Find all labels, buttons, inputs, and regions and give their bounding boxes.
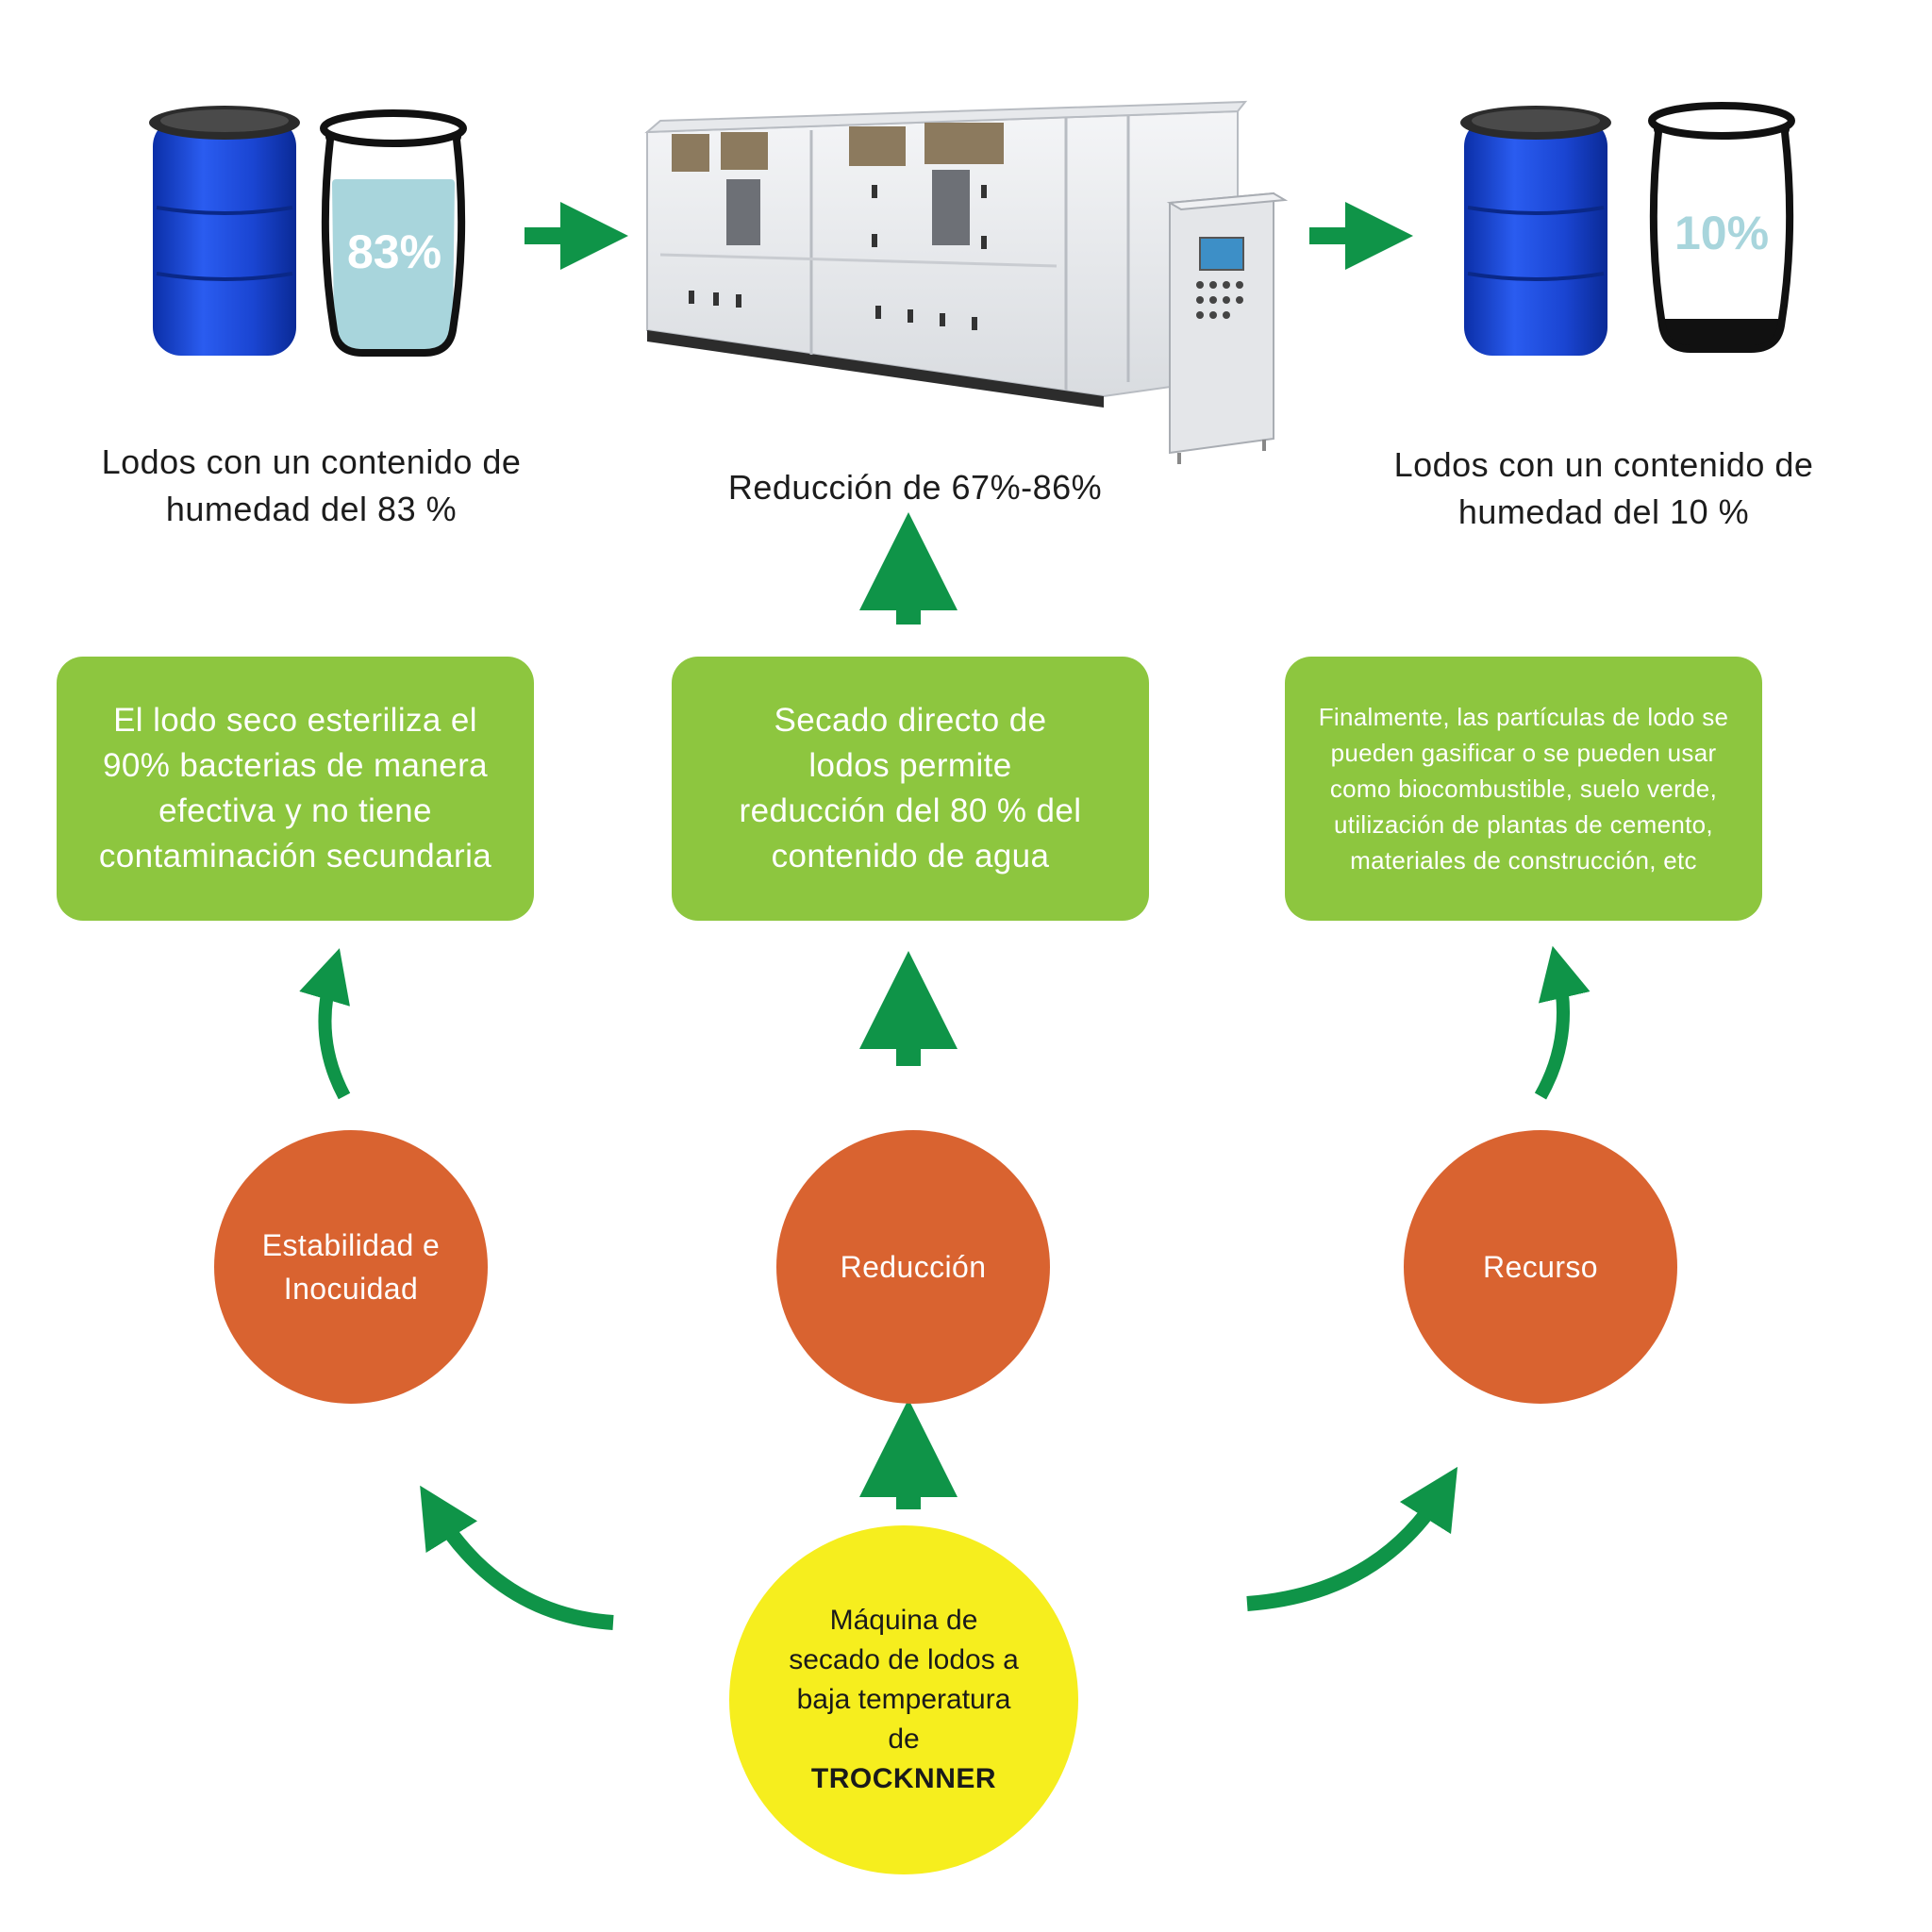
caption-left: Lodos con un contenido de humedad del 83… bbox=[101, 442, 522, 528]
circle-stability-label: Estabilidad e Inocuidad bbox=[261, 1228, 441, 1306]
box-reduction-text: Secado directo de lodos permite reducció… bbox=[739, 702, 1082, 874]
box-stability: El lodo seco esteriliza el 90% bacterias… bbox=[57, 657, 534, 921]
caption-right: Lodos con un contenido de humedad del 10… bbox=[1393, 445, 1814, 531]
machine-description: Máquina de secado de lodos a baja temper… bbox=[789, 1605, 1019, 1755]
machine-brand: TROCKNNER bbox=[810, 1763, 997, 1794]
arrow-curved-left-icon bbox=[420, 1485, 614, 1630]
arrow-up-curved-icon bbox=[299, 948, 351, 1100]
machine-circle: Máquina de secado de lodos a baja temper… bbox=[729, 1525, 1078, 1874]
circle-reduction-label: Reducción bbox=[840, 1250, 987, 1284]
blue-barrel-right-icon bbox=[1460, 106, 1611, 356]
jar-10-icon bbox=[1648, 102, 1795, 353]
circle-resource: Recurso bbox=[1404, 1130, 1677, 1404]
box-reduction: Secado directo de lodos permite reducció… bbox=[672, 657, 1149, 921]
circle-resource-label: Recurso bbox=[1483, 1250, 1598, 1284]
arrow-curved-right-icon bbox=[1246, 1466, 1458, 1611]
circle-stability: Estabilidad e Inocuidad bbox=[214, 1130, 488, 1404]
blue-barrel-left-icon bbox=[149, 106, 300, 356]
arrow-up-curved-icon bbox=[1534, 945, 1591, 1100]
caption-center: Reducción de 67%-86% bbox=[727, 468, 1103, 507]
jar-83-icon bbox=[320, 109, 467, 357]
circle-reduction: Reducción bbox=[776, 1130, 1050, 1404]
jar-10-percent: 10% bbox=[1674, 207, 1770, 259]
box-resource: Finalmente, las partículas de lodo se pu… bbox=[1285, 657, 1762, 921]
box-resource-text: Finalmente, las partículas de lodo se pu… bbox=[1318, 703, 1729, 874]
jar-83-percent: 83% bbox=[346, 225, 442, 278]
box-stability-text: El lodo seco esteriliza el 90% bacterias… bbox=[98, 702, 492, 874]
drying-machine-icon bbox=[644, 100, 1289, 464]
